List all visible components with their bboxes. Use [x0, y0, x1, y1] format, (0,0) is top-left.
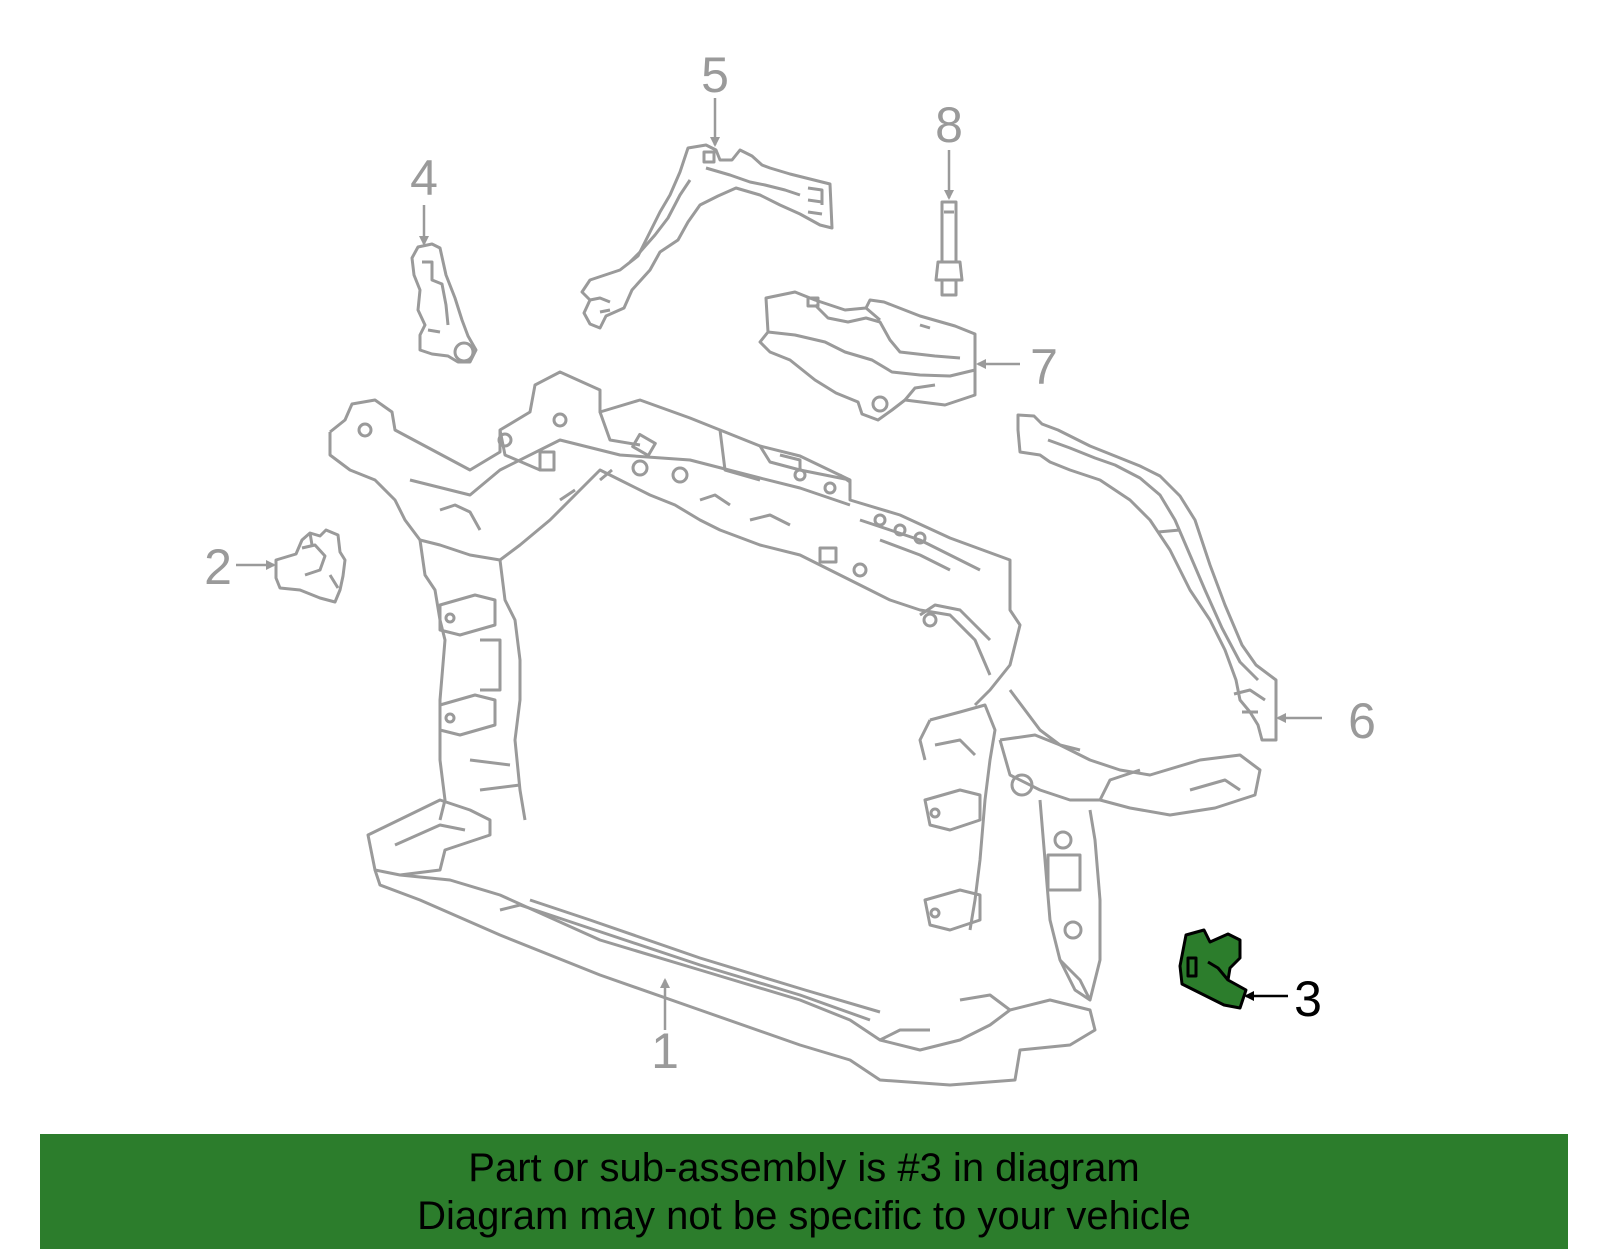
callout-4: 4 [410, 150, 438, 206]
callout-labels: 1 2 3 4 5 6 7 8 [204, 47, 1376, 1079]
part-2-bracket [274, 528, 347, 604]
callout-1: 1 [651, 1023, 679, 1079]
info-banner: Part or sub-assembly is #3 in diagram Di… [40, 1134, 1568, 1249]
callout-8: 8 [935, 97, 963, 153]
part-6-side-bracket [1016, 413, 1278, 742]
part-4-bracket [410, 242, 478, 364]
callout-7: 7 [1030, 339, 1058, 395]
part-8-bolt [934, 200, 964, 297]
part-7-cover [758, 290, 977, 422]
banner-line-disclaimer: Diagram may not be specific to your vehi… [417, 1193, 1191, 1238]
part-1-radiator-support [328, 370, 1262, 1087]
callout-arrows [236, 98, 1322, 1030]
part-3-bracket-highlighted [1178, 928, 1248, 1010]
callout-6: 6 [1348, 693, 1376, 749]
callout-2: 2 [204, 539, 232, 595]
banner-line-part: Part or sub-assembly is #3 in diagram [468, 1145, 1140, 1190]
callout-5: 5 [701, 47, 729, 103]
callout-3: 3 [1294, 971, 1322, 1027]
part-5-bracket [580, 143, 834, 330]
